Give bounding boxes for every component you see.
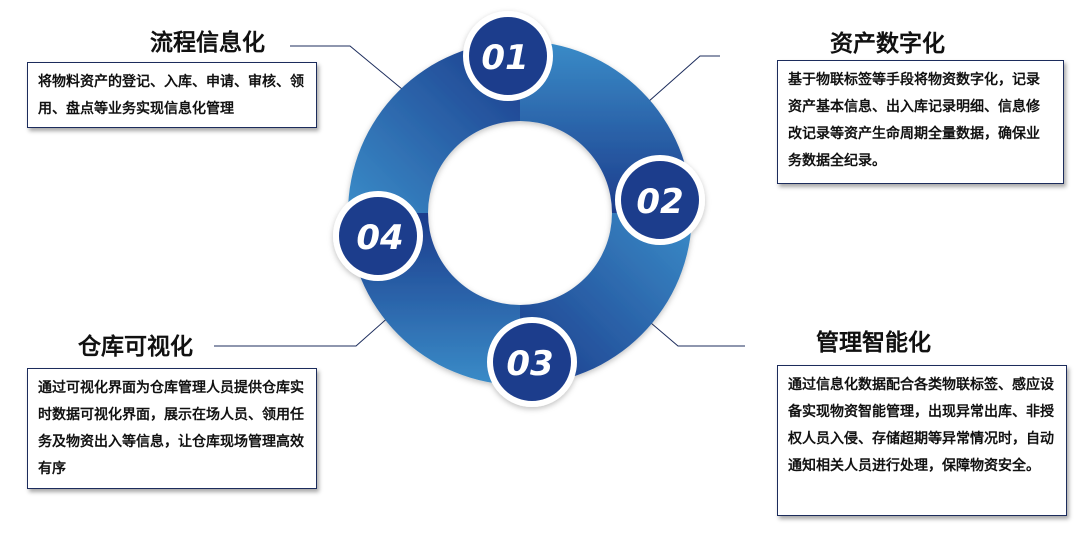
ring-cap-03 <box>487 317 577 407</box>
ring-cap-02 <box>615 155 705 245</box>
stage-description-03: 通过信息化数据配合各类物联标签、感应设备实现物资智能管理，出现异常出库、非授权人… <box>777 365 1067 516</box>
step-number-02: 02 <box>636 182 683 222</box>
ring-cap-01 <box>463 11 553 101</box>
step-numbers: 01 02 03 04 <box>356 38 683 384</box>
stage-description-text-04: 通过可视化界面为仓库管理人员提供仓库实时数据可视化界面，展示在场人员、领用任务及… <box>38 380 304 477</box>
ring-segments <box>333 11 705 407</box>
step-number-01: 01 <box>481 38 528 78</box>
stage-description-text-02: 基于物联标签等手段将物资数字化，记录资产基本信息、出入库记录明细、信息修改记录等… <box>788 72 1040 169</box>
stage-description-text-03: 通过信息化数据配合各类物联标签、感应设备实现物资智能管理，出现异常出库、非授权人… <box>788 377 1054 474</box>
stage-description-04: 通过可视化界面为仓库管理人员提供仓库实时数据可视化界面，展示在场人员、领用任务及… <box>27 368 317 489</box>
step-number-04: 04 <box>356 218 403 258</box>
connector-line-02 <box>647 55 720 103</box>
stage-title-01: 流程信息化 <box>150 30 265 56</box>
stage-description-02: 基于物联标签等手段将物资数字化，记录资产基本信息、出入库记录明细、信息修改记录等… <box>777 60 1064 184</box>
step-number-03: 03 <box>506 344 553 384</box>
stage-title-02: 资产数字化 <box>830 31 945 57</box>
ring-cap-04 <box>333 191 423 281</box>
stage-title-04: 仓库可视化 <box>78 334 193 360</box>
connector-line-01 <box>290 45 409 95</box>
stage-title-03: 管理智能化 <box>816 330 931 356</box>
stage-description-text-01: 将物料资产的登记、入库、申请、审核、领用、盘点等业务实现信息化管理 <box>38 74 304 117</box>
stage-description-01: 将物料资产的登记、入库、申请、审核、领用、盘点等业务实现信息化管理 <box>27 62 317 128</box>
